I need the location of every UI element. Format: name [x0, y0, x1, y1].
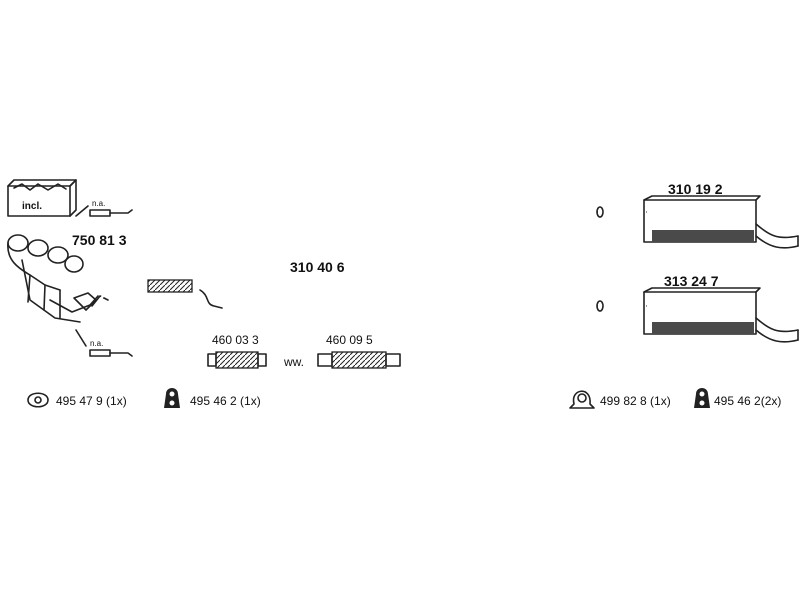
oxygen-sensor-bottom: n.a. [75, 329, 133, 357]
clamp-icon [569, 390, 595, 409]
rear-silencer-top [596, 195, 799, 249]
na-label-top: n.a. [92, 199, 105, 208]
legend-right-rubber: 495 46 2(2x) [714, 394, 781, 408]
incl-gasket-box: incl. [7, 179, 77, 217]
rear-silencer-top-part-number: 310 19 2 [668, 181, 723, 197]
flex-left-part-number: 460 03 3 [212, 333, 259, 347]
flex-pipe-left [207, 351, 267, 369]
ww-label: ww. [283, 355, 304, 369]
gasket-icon [27, 392, 49, 408]
legend-left-gasket: 495 47 9 (1x) [56, 394, 127, 408]
na-label-bottom: n.a. [90, 339, 103, 348]
legend-right-clamp: 499 82 8 (1x) [600, 394, 671, 408]
exhaust-manifold [7, 234, 109, 323]
legend-left-rubber: 495 46 2 (1x) [190, 394, 261, 408]
rear-silencer-bottom-part-number: 313 24 7 [664, 273, 719, 289]
incl-label: incl. [22, 201, 42, 212]
flex-right-part-number: 460 09 5 [326, 333, 373, 347]
oxygen-sensor-top: n.a. [75, 199, 133, 217]
rear-silencer-bottom [596, 287, 799, 343]
middle-pipe [98, 208, 587, 309]
middle-pipe-part-number: 310 40 6 [290, 259, 345, 275]
rubber-mount-icon [164, 388, 180, 408]
rubber-mount-icon-right [694, 388, 710, 408]
manifold-part-number: 750 81 3 [72, 232, 127, 248]
flex-pipe-right [317, 351, 401, 369]
